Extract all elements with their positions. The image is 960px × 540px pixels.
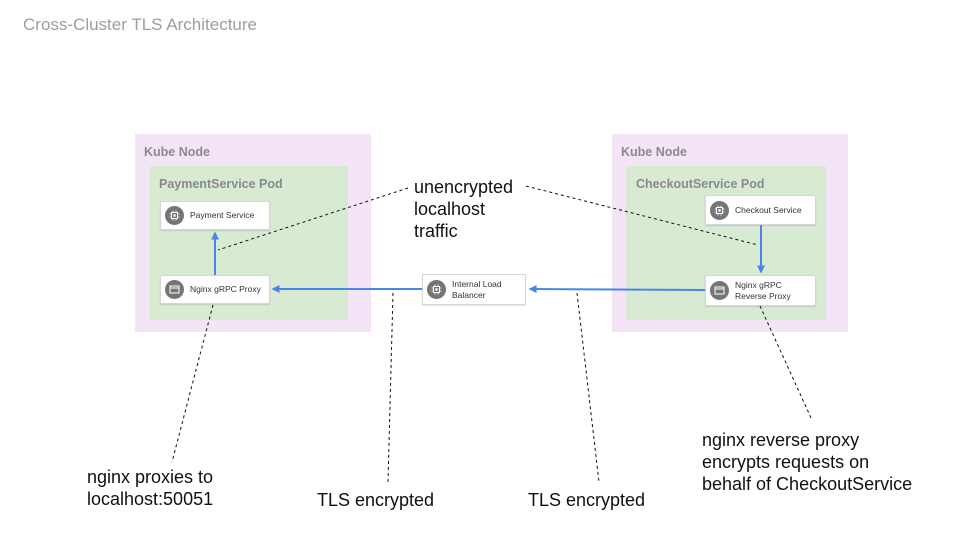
- leader-nginx-proxies: [171, 304, 214, 463]
- cpu-chip-icon: [427, 280, 446, 299]
- annotation-unencrypted-traffic: unencrypted localhost traffic: [414, 177, 514, 241]
- annotation-nginx-proxies: nginx proxies to localhost:50051: [87, 467, 214, 509]
- payment-service-card[interactable]: Payment Service: [160, 201, 270, 230]
- page-title: Cross-Cluster TLS Architecture: [23, 15, 257, 34]
- annotation-tls-encrypted-right: TLS encrypted: [528, 490, 646, 510]
- internal-load-balancer-card[interactable]: Internal Load Balancer: [422, 274, 526, 305]
- annotation-tls-encrypted-left: TLS encrypted: [317, 490, 435, 510]
- cpu-chip-icon: [710, 200, 729, 220]
- payment-service-pod-label: PaymentService Pod: [159, 177, 283, 191]
- right-kube-node-label: Kube Node: [621, 145, 687, 159]
- leader-tls-left: [387, 292, 394, 483]
- nginx-grpc-reverse-proxy-card[interactable]: Nginx gRPC Reverse Proxy: [705, 275, 816, 306]
- nginx-grpc-proxy-card[interactable]: Nginx gRPC Proxy: [160, 275, 270, 304]
- leader-tls-right: [576, 292, 600, 483]
- nginx-grpc-reverse-proxy-label: Nginx gRPC Reverse Proxy: [735, 280, 791, 301]
- nginx-grpc-proxy-label: Nginx gRPC Proxy: [190, 284, 261, 295]
- left-kube-node-label: Kube Node: [144, 145, 210, 159]
- leader-unencrypted-right: [525, 185, 759, 246]
- window-icon: [710, 281, 729, 300]
- leader-reverse-proxy: [759, 305, 813, 421]
- cpu-chip-icon: [165, 206, 184, 225]
- checkout-service-label: Checkout Service: [735, 204, 802, 215]
- checkout-service-card[interactable]: Checkout Service: [705, 195, 816, 225]
- window-icon: [165, 280, 184, 299]
- arrow-reverse-proxy-to-load-balancer: [528, 285, 706, 294]
- payment-service-label: Payment Service: [190, 210, 255, 221]
- checkout-service-pod-label: CheckoutService Pod: [636, 177, 765, 191]
- leader-unencrypted-left: [217, 187, 409, 251]
- annotation-reverse-proxy: nginx reverse proxy encrypts requests on…: [702, 430, 913, 494]
- internal-load-balancer-label: Internal Load Balancer: [452, 279, 502, 300]
